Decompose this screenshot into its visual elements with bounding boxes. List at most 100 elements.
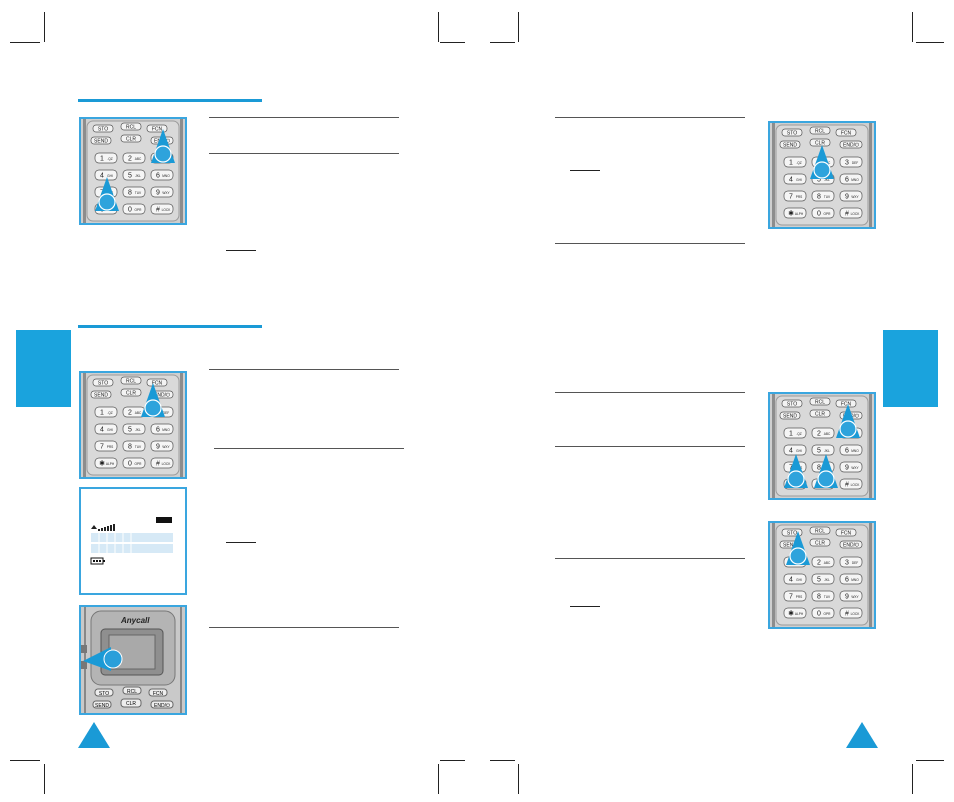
svg-text:5: 5 <box>817 448 821 455</box>
crop-mark <box>44 12 45 42</box>
press-marker <box>817 470 835 488</box>
text-rule <box>555 117 745 118</box>
svg-text:8: 8 <box>817 194 821 201</box>
key-sto: STO <box>781 128 803 137</box>
crop-mark <box>440 42 465 43</box>
svg-text:2: 2 <box>128 156 132 163</box>
key-mid-0: SEND <box>779 411 801 420</box>
svg-text:END/⏻: END/⏻ <box>843 543 859 549</box>
key-mid-0: SEND <box>90 390 112 399</box>
svg-text:7: 7 <box>789 194 793 201</box>
svg-text:WXY: WXY <box>851 195 859 199</box>
svg-text:JKL: JKL <box>824 449 830 453</box>
svg-text:.QZ: .QZ <box>107 157 112 161</box>
svg-text:FCN: FCN <box>841 402 852 408</box>
text-rule <box>209 627 399 628</box>
svg-text:RCL: RCL <box>126 379 136 385</box>
svg-text:ABC: ABC <box>135 411 142 415</box>
svg-text:TUV: TUV <box>824 195 831 199</box>
svg-text:DEF: DEF <box>163 411 169 415</box>
key-mid-0: SEND <box>779 140 801 149</box>
brand-logo: Anycall <box>120 616 150 625</box>
text-rule <box>209 153 399 154</box>
svg-text:3: 3 <box>845 160 849 167</box>
svg-text:JKL: JKL <box>135 428 141 432</box>
svg-text:1: 1 <box>100 156 104 163</box>
svg-text:2: 2 <box>817 431 821 438</box>
keypad-figure-5: STORCLFCNSENDCLREND/⏻1.QZ2ABC3DEF4GHI5JK… <box>768 521 876 629</box>
svg-text:RCL: RCL <box>127 689 137 695</box>
svg-text:3: 3 <box>845 560 849 567</box>
press-marker <box>787 470 805 488</box>
press-marker <box>154 145 172 163</box>
svg-text:6: 6 <box>845 577 849 584</box>
svg-text:CLR: CLR <box>815 541 825 547</box>
key-mid-2: END/⏻ <box>839 540 863 549</box>
svg-text:✱: ✱ <box>788 610 794 618</box>
key-digit-11: #LOCK <box>839 207 863 219</box>
key-fcn: FCN <box>835 399 857 408</box>
svg-text:WXY: WXY <box>162 191 170 195</box>
crop-mark <box>916 760 944 761</box>
svg-text:7: 7 <box>789 594 793 601</box>
svg-text:SEND: SEND <box>783 543 797 549</box>
note-underline <box>226 542 256 543</box>
svg-text:MNO: MNO <box>162 174 170 178</box>
svg-text:1: 1 <box>100 410 104 417</box>
svg-text:GHI: GHI <box>796 449 802 453</box>
svg-text:ABC: ABC <box>824 561 831 565</box>
svg-text:LOCK: LOCK <box>162 208 172 212</box>
svg-text:STO: STO <box>787 131 797 137</box>
key-digit-11: #LOCK <box>150 457 174 469</box>
svg-text:FCN: FCN <box>841 531 852 537</box>
crop-mark <box>518 764 519 794</box>
svg-text:PRS: PRS <box>107 445 114 449</box>
key-digit-9: ✱ALPH <box>783 207 807 219</box>
crop-mark <box>44 764 45 794</box>
key-rcl: RCL <box>120 122 142 131</box>
svg-text:DEF: DEF <box>852 161 858 165</box>
display-figure <box>79 487 187 595</box>
svg-text:ALPH: ALPH <box>795 212 804 216</box>
key-digit-9: ✱ALPH <box>94 457 118 469</box>
keypad-figure-3: STORCLFCNSENDCLREND/⏻1.QZ2ABC3DEF4GHI5JK… <box>768 121 876 229</box>
svg-text:RCL: RCL <box>126 125 136 131</box>
svg-text:CLR: CLR <box>815 412 825 418</box>
svg-text:MNO: MNO <box>851 449 859 453</box>
crop-mark <box>10 42 40 43</box>
svg-text:END/⏻: END/⏻ <box>843 143 859 149</box>
svg-text:.QZ: .QZ <box>796 161 801 165</box>
svg-text:7: 7 <box>789 465 793 472</box>
svg-text:SEND: SEND <box>783 414 797 420</box>
svg-text:TUV: TUV <box>135 191 142 195</box>
key-mid-1: CLR <box>120 134 142 143</box>
svg-text:RCL: RCL <box>815 529 825 535</box>
key-mid-1: CLR <box>120 388 142 397</box>
svg-text:5: 5 <box>128 173 132 180</box>
svg-text:9: 9 <box>845 194 849 201</box>
svg-text:FCN: FCN <box>153 691 164 697</box>
svg-text:1: 1 <box>789 160 793 167</box>
text-rule <box>555 392 745 393</box>
battery-icon <box>90 557 105 565</box>
svg-text:4: 4 <box>100 427 104 434</box>
svg-text:CLR: CLR <box>126 391 136 397</box>
svg-text:OPR: OPR <box>824 212 832 216</box>
key-sto: STO <box>92 378 114 387</box>
svg-text:OPR: OPR <box>824 612 832 616</box>
key-rcl: RCL <box>120 376 142 385</box>
svg-text:5: 5 <box>817 177 821 184</box>
